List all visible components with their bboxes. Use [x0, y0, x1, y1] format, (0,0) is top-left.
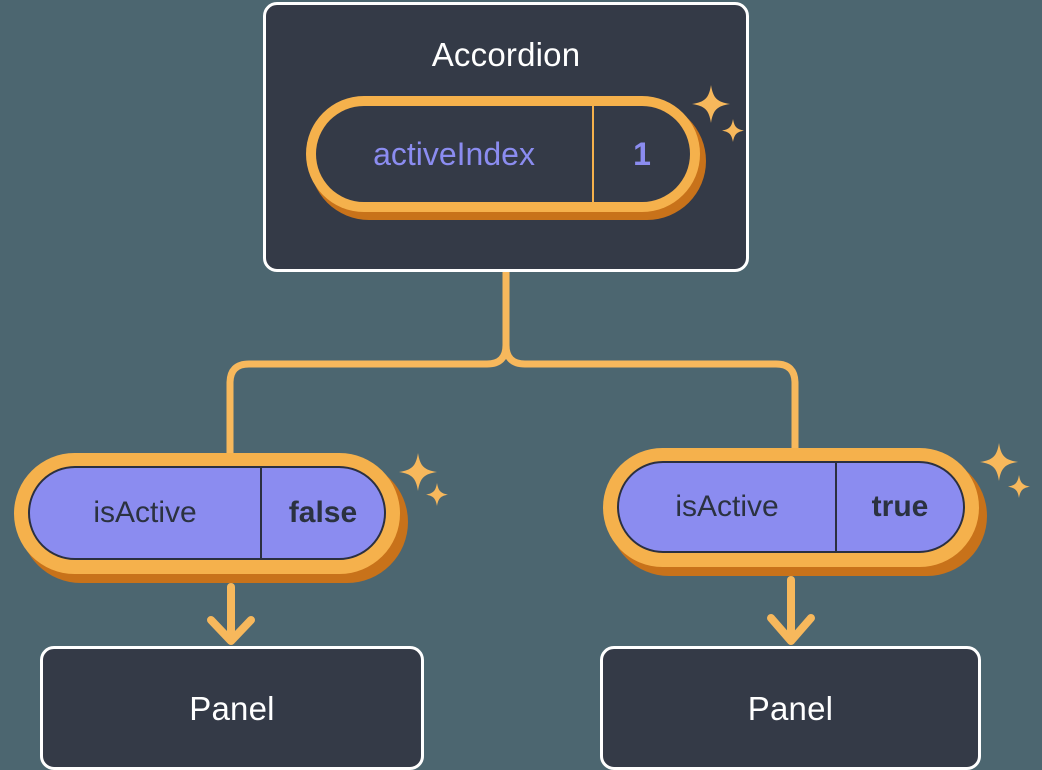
panel-title-left: Panel	[189, 689, 275, 727]
panel-title-right: Panel	[747, 689, 834, 727]
state-key-label: activeIndex	[373, 135, 535, 172]
arrow-down-left	[207, 583, 255, 645]
state-key-label: isActive	[675, 490, 779, 523]
state-value-label: false	[260, 468, 384, 558]
panel-component-box-left[interactable]: Panel	[40, 646, 424, 770]
state-pill-activeindex[interactable]: activeIndex 1	[306, 96, 706, 220]
sparkle-small-icon	[1008, 475, 1030, 498]
sparkle-small-icon	[426, 483, 448, 506]
state-value-label: true	[835, 463, 963, 551]
arrow-down-right	[767, 576, 815, 645]
connector-branch-left	[226, 341, 510, 472]
pill-inner: isActive false	[28, 466, 386, 560]
pill-inner: isActive true	[617, 461, 965, 553]
sparkle-icon	[980, 443, 1018, 481]
accordion-title: Accordion	[431, 36, 581, 73]
sparkle-cluster-right	[980, 443, 1030, 498]
pill-inner: activeIndex 1	[316, 106, 690, 202]
state-pill-isactive-left[interactable]: isActive false	[14, 453, 408, 583]
connector-trunk	[502, 268, 799, 466]
state-pill-isactive-right[interactable]: isActive true	[603, 448, 987, 576]
state-key-label: isActive	[93, 496, 197, 529]
state-value-label: 1	[592, 106, 690, 202]
sparkle-icon	[399, 453, 437, 491]
panel-component-box-right[interactable]: Panel	[600, 646, 981, 770]
